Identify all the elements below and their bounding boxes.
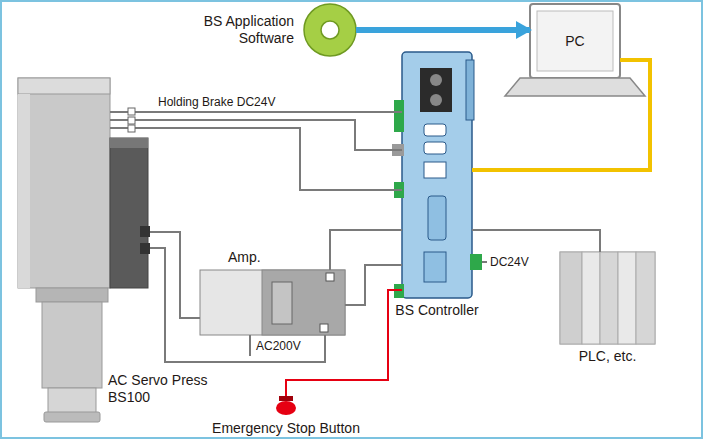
collar [36, 288, 108, 302]
amp-panel [262, 270, 345, 335]
servo-body [18, 78, 110, 288]
node-label: PC [565, 33, 584, 50]
ram-tip [44, 412, 100, 422]
plc-module [560, 252, 582, 344]
terminal [394, 100, 404, 132]
connector [472, 60, 650, 170]
plc-module [636, 252, 655, 344]
port [424, 142, 446, 154]
servo-motor [110, 138, 148, 288]
amp-connector [272, 282, 292, 324]
amp-port [320, 324, 328, 332]
power-wire [249, 335, 251, 356]
connector [286, 290, 402, 396]
plug [128, 117, 135, 124]
software-disc: BS Application Software [304, 4, 356, 56]
servo-highlight [18, 94, 30, 288]
power-wire [482, 261, 487, 263]
connector [356, 27, 530, 33]
servo-press: AC Servo Press BS100 [18, 78, 150, 424]
node-label: Emergency Stop Button [212, 420, 360, 437]
plc-module [618, 252, 636, 344]
plc-module [600, 252, 618, 344]
connector [150, 111, 402, 113]
d-sub [424, 252, 446, 282]
plc-body [560, 252, 655, 344]
screen-inner [537, 11, 613, 71]
node-label: PLC, etc. [579, 348, 637, 365]
servo-press [18, 78, 150, 422]
connector [345, 265, 402, 305]
encoder-connector [140, 243, 150, 254]
connector [150, 128, 402, 190]
screen [530, 4, 620, 78]
lan-port [424, 162, 446, 178]
plc: PLC, etc. [560, 252, 655, 344]
d-sub [428, 196, 446, 240]
voltage-label: AC200V [256, 339, 301, 353]
wire-label: Holding Brake DC24V [156, 95, 277, 109]
ram [48, 388, 96, 414]
motor-connector [140, 226, 150, 237]
disc-hole [321, 21, 339, 39]
terminal [470, 254, 482, 270]
cd-disc [304, 4, 356, 56]
plc-module [582, 252, 600, 344]
controller-rail [466, 60, 474, 120]
connector [150, 232, 200, 318]
emergency-stop [276, 396, 296, 415]
keyboard-base [505, 78, 645, 96]
amplifier: Amp. [200, 270, 345, 335]
controller: BS Controller [402, 52, 472, 298]
pc-screen: PC [530, 4, 620, 78]
connector [330, 230, 402, 270]
port [424, 124, 446, 136]
laptop [505, 4, 645, 96]
display [420, 68, 452, 112]
node-label: AC Servo Press BS100 [108, 372, 220, 406]
node-label: Amp. [228, 249, 261, 266]
connector [150, 120, 402, 150]
disc [304, 4, 356, 56]
cylinder [42, 302, 102, 388]
button-dome [276, 401, 296, 415]
knob [430, 74, 442, 86]
node-label: BS Application Software [182, 13, 294, 47]
connector [472, 230, 600, 252]
servo-cap [18, 78, 110, 94]
emergency-stop: Emergency Stop Button [276, 396, 296, 416]
voltage-label: DC24V [490, 255, 529, 269]
connector [150, 248, 325, 362]
motor-cap [110, 138, 148, 148]
plug [128, 125, 135, 132]
controller-body [402, 52, 472, 298]
plc [560, 252, 655, 344]
plug [128, 108, 135, 115]
knob [430, 94, 442, 106]
node-label: BS Controller [395, 302, 478, 319]
amplifier [200, 270, 345, 356]
amp-body [200, 270, 345, 335]
button-base [279, 396, 293, 401]
amp-port [326, 273, 334, 281]
controller [392, 52, 487, 298]
